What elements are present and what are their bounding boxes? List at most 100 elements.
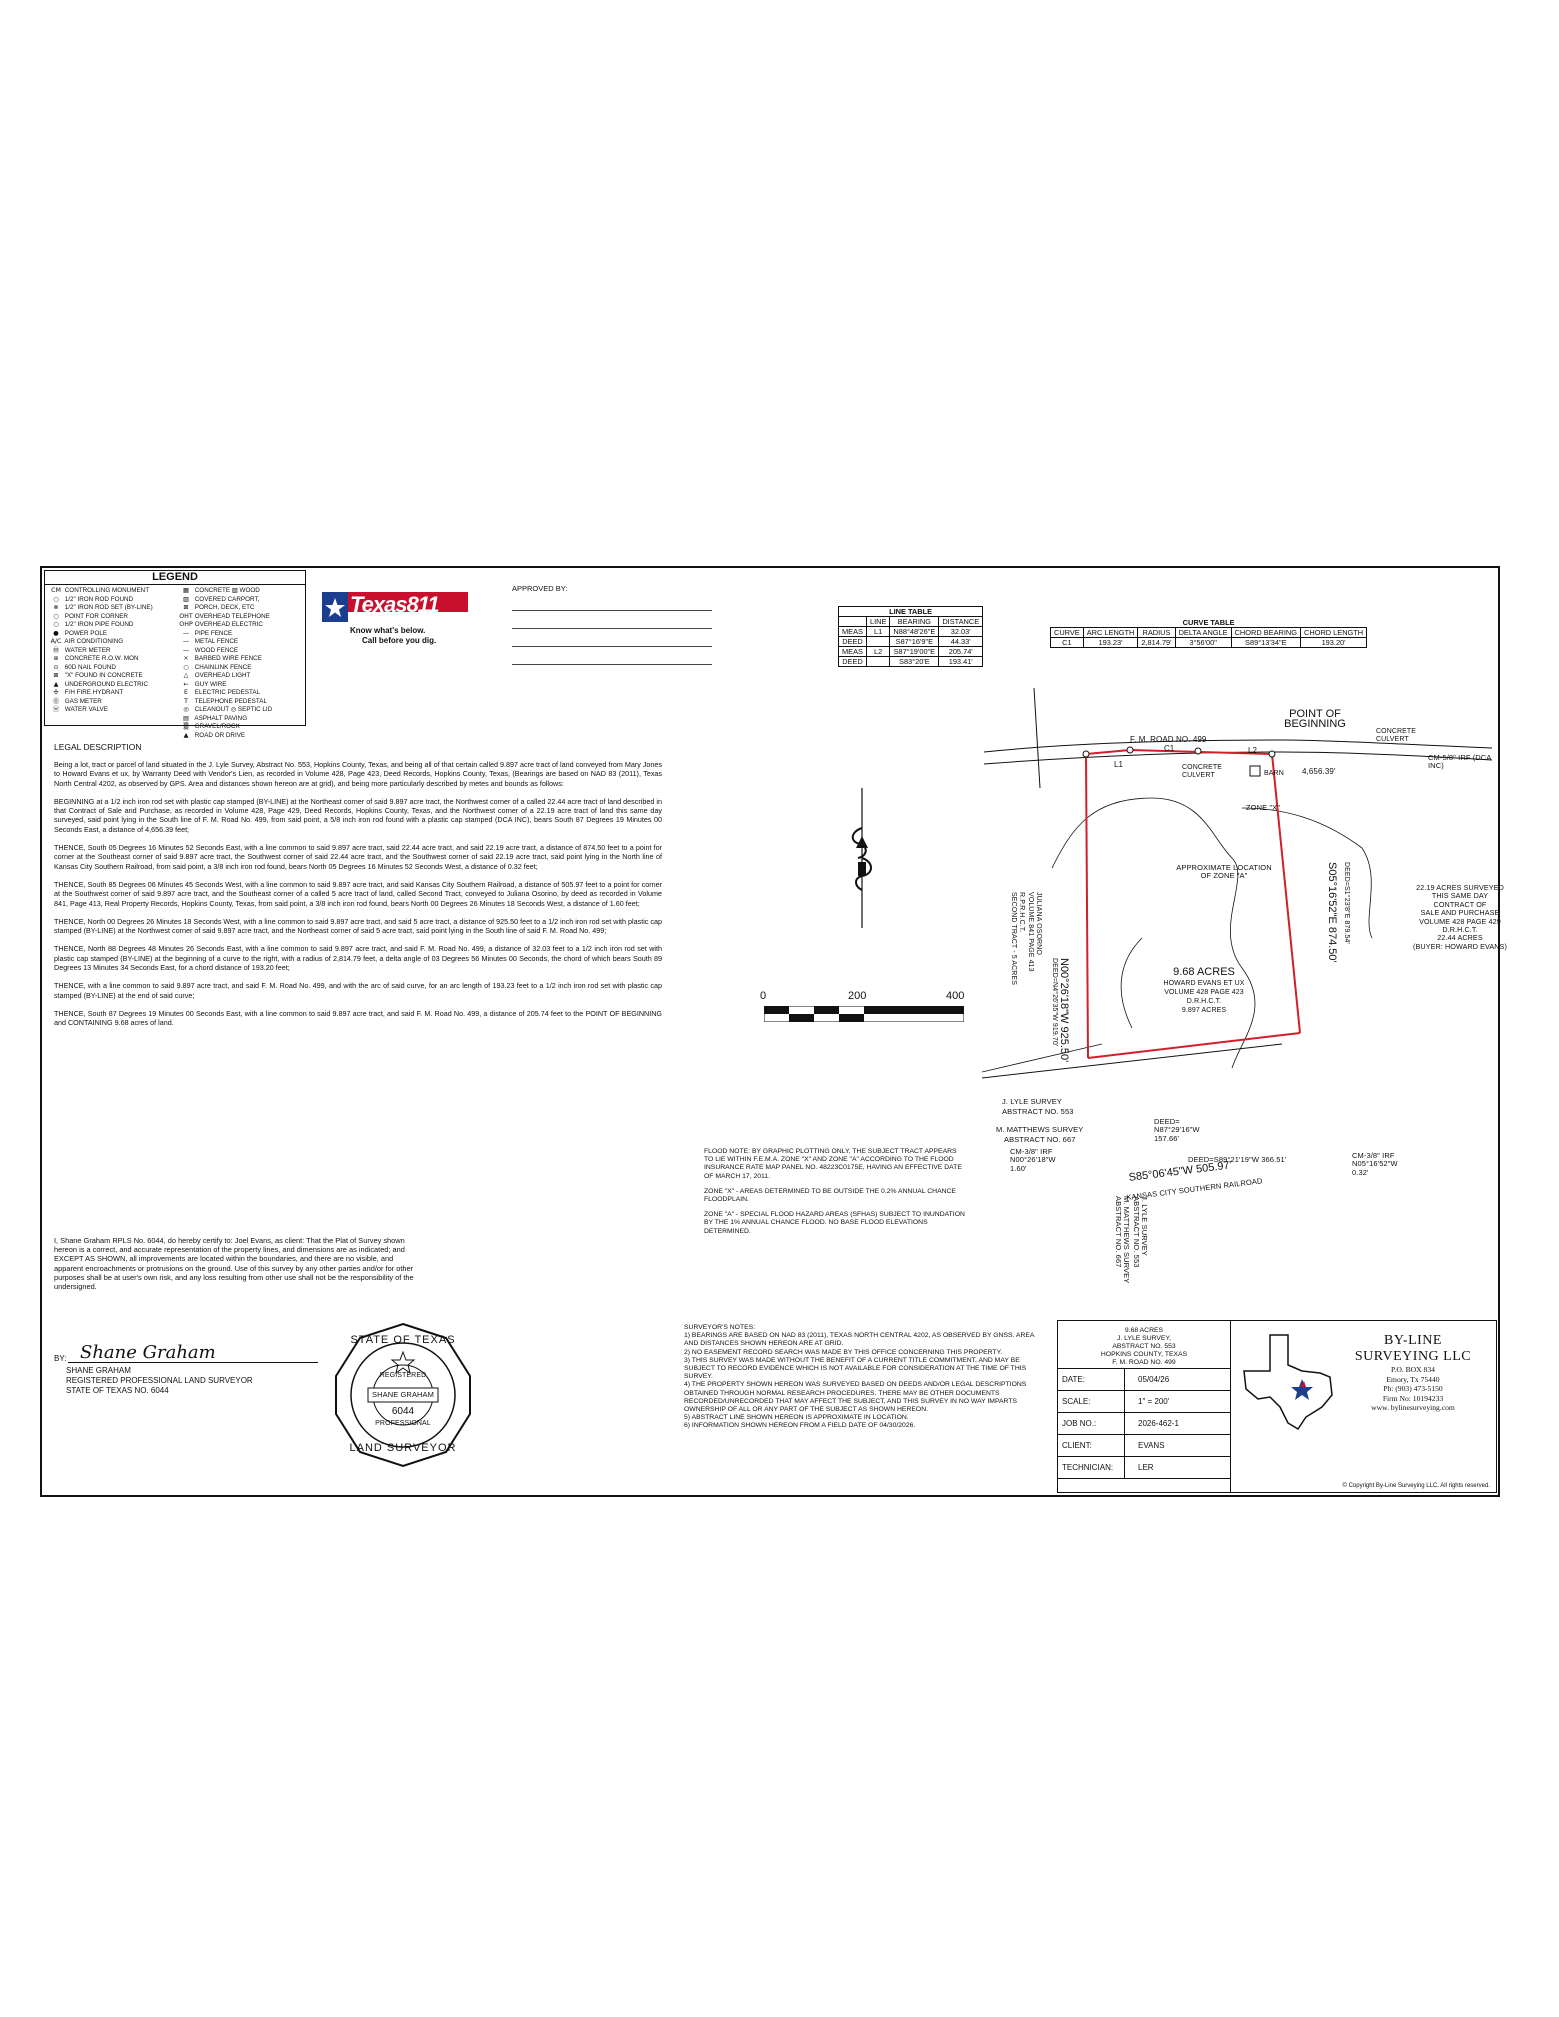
- legend-title: LEGEND: [45, 571, 305, 585]
- copyright-notice: © Copyright By-Line Surveying LLC. All r…: [1342, 1483, 1491, 1489]
- seal-registered-text: REGISTERED: [379, 1372, 427, 1379]
- creek-line: [1120, 937, 1143, 1029]
- line-table-cell: MEAS: [838, 646, 867, 657]
- road-icon: ▲: [183, 731, 189, 739]
- deed-sw-line: 157.66': [1154, 1133, 1180, 1143]
- signature-by-label: BY:: [54, 1354, 67, 1363]
- line-table-cell: [865, 636, 891, 647]
- telephone-pedestal-icon: T: [184, 697, 188, 705]
- cm-se-line: 0.32': [1352, 1167, 1369, 1177]
- surveyor-note-item: 2) NO EASEMENT RECORD SEARCH WAS MADE BY…: [684, 1348, 1003, 1356]
- legend-item-label: TELEPHONE PEDESTAL: [193, 697, 267, 705]
- deed-south-label: DEED=S89°21'19"W 366.51': [1188, 1155, 1287, 1164]
- scale-label-200: 200: [848, 990, 867, 1002]
- flood-note-p1: FLOOD NOTE: BY GRAPHIC PLOTTING ONLY, TH…: [704, 1148, 962, 1180]
- legend-item: ◎ CLEANOUT ◎ SEPTIC LID: [179, 706, 272, 715]
- cm-se-line: N05°16'52"W: [1352, 1159, 1398, 1169]
- gravel-icon: ▒: [183, 723, 189, 730]
- ac-icon: A/C: [50, 638, 62, 645]
- barbed-wire-icon: ×: [183, 655, 189, 662]
- l1-label: L1: [1114, 760, 1123, 769]
- texas-map-icon: [1243, 1334, 1333, 1431]
- texas811-brand: Texas811: [350, 592, 440, 617]
- overhead-light-icon: △: [183, 672, 189, 679]
- legend-item: ▒ GRAVEL/ROCK: [179, 723, 272, 732]
- legal-paragraph: THENCE, South 05 Degrees 16 Minutes 52 S…: [54, 843, 662, 871]
- approval-line-2: [512, 628, 712, 629]
- surveyors-notes-title: SURVEYOR'S NOTES:: [684, 1324, 756, 1331]
- line-table-cell: MEAS: [838, 626, 867, 637]
- legend-item: ← GUY WIRE: [179, 681, 272, 690]
- overhead-electric-icon: OHP: [179, 621, 193, 628]
- cm-se-line: CM-3/8" IRF: [1352, 1151, 1395, 1160]
- c1-label: C1: [1164, 744, 1175, 753]
- surveyor-state: STATE OF TEXAS NO. 6044: [66, 1386, 169, 1395]
- scale-label-0: 0: [760, 990, 767, 1002]
- legend-item-label: UNDERGROUND ELECTRIC: [63, 680, 149, 688]
- company-name: BY-LINE: [1384, 1333, 1442, 1348]
- legend-item: ▤ ASPHALT PAVING: [179, 715, 272, 724]
- legend-item-label: WOOD FENCE: [193, 646, 239, 654]
- open-circle-icon: ○: [53, 595, 59, 603]
- legend-item-label: CLEANOUT ◎ SEPTIC LID: [193, 706, 273, 713]
- line-table-cell: S83°20'E: [889, 656, 940, 667]
- legend-item: ▲ UNDERGROUND ELECTRIC: [49, 681, 153, 690]
- matthews-survey-label: M. MATTHEWS SURVEY: [996, 1125, 1084, 1134]
- road-north-edge: [983, 739, 1493, 753]
- juliana-line: R.P.R.H.C.T.: [1018, 892, 1026, 933]
- legend-item: — METAL FENCE: [179, 638, 272, 647]
- railroad-line: [982, 1043, 1283, 1079]
- road-label: F. M. ROAD NO. 499: [1130, 735, 1207, 744]
- line-table-cell: 32.03': [938, 626, 984, 637]
- surveyor-seal: STATE OF TEXAS REGISTERED SHANE GRAHAM 6…: [328, 1320, 478, 1470]
- legal-paragraph: Being a lot, tract or parcel of land sit…: [54, 760, 662, 788]
- zone-a-boundary: [1051, 797, 1256, 1069]
- curve-table-header: CURVE: [1050, 627, 1084, 638]
- legal-description-title: LEGAL DESCRIPTION: [54, 742, 142, 752]
- underground-electric-icon: ▲: [53, 680, 59, 688]
- legal-paragraph: THENCE, North 00 Degrees 26 Minutes 18 S…: [54, 916, 662, 936]
- legend-item-label: PORCH, DECK, ETC: [193, 604, 255, 611]
- pipe-fence-icon: —: [182, 629, 190, 637]
- legend-item-label: ROAD OR DRIVE: [193, 731, 246, 739]
- line-table-cell: 205.74': [938, 646, 984, 657]
- approval-line-3: [512, 646, 712, 647]
- legend-item-label: POWER POLE: [63, 629, 108, 637]
- surveyor-note-item: 5) ABSTRACT LINE SHOWN HEREON IS APPROXI…: [684, 1414, 909, 1422]
- adjoining-tract-line: CONTRACT OF: [1433, 899, 1487, 909]
- legend-item-label: AIR CONDITIONING: [63, 638, 124, 645]
- legend-item: ● POWER POLE: [49, 630, 153, 639]
- guy-wire-icon: ←: [183, 680, 189, 688]
- cm-icon: CM: [51, 587, 61, 594]
- legal-paragraph: THENCE, South 85 Degrees 06 Minutes 45 S…: [54, 879, 662, 908]
- legend-item: E ELECTRIC PEDESTAL: [179, 689, 272, 698]
- legend-item: T TELEPHONE PEDESTAL: [179, 698, 272, 707]
- legend-item-label: 1/2" IRON ROD SET (BY-LINE): [63, 604, 153, 611]
- legend-item: ○ CHAINLINK FENCE: [179, 664, 272, 673]
- surveyor-note-item: 1) BEARINGS ARE BASED ON NAD 83 (2011), …: [684, 1332, 1035, 1348]
- project-description-line: F. M. ROAD NO. 499: [1112, 1359, 1176, 1366]
- curve-table-header: RADIUS: [1137, 627, 1176, 638]
- plat-sheet: LEGEND CM CONTROLLING MONUMENT○ 1/2" IRO…: [40, 566, 1507, 1497]
- north-arrow-icon: [851, 788, 872, 928]
- open-circle-icon: ○: [53, 621, 59, 628]
- curve-table-header: ARC LENGTH: [1082, 627, 1139, 638]
- adjoining-tract-line: SALE AND PURCHASE: [1420, 908, 1500, 918]
- carport-icon: ▨: [183, 595, 189, 603]
- abstract-line: [1033, 688, 1041, 789]
- title-block-row: TECHNICIAN:LER: [1058, 1457, 1230, 1479]
- legend-item: ⊠ "X" FOUND IN CONCRETE: [49, 672, 153, 681]
- curve-table-header: CHORD LENGTH: [1300, 627, 1368, 638]
- legend-item-label: WATER METER: [63, 646, 111, 654]
- line-table-cell: DEED: [838, 656, 867, 667]
- vertical-matthews-line: M. MATTHEWS SURVEY: [1122, 1196, 1131, 1284]
